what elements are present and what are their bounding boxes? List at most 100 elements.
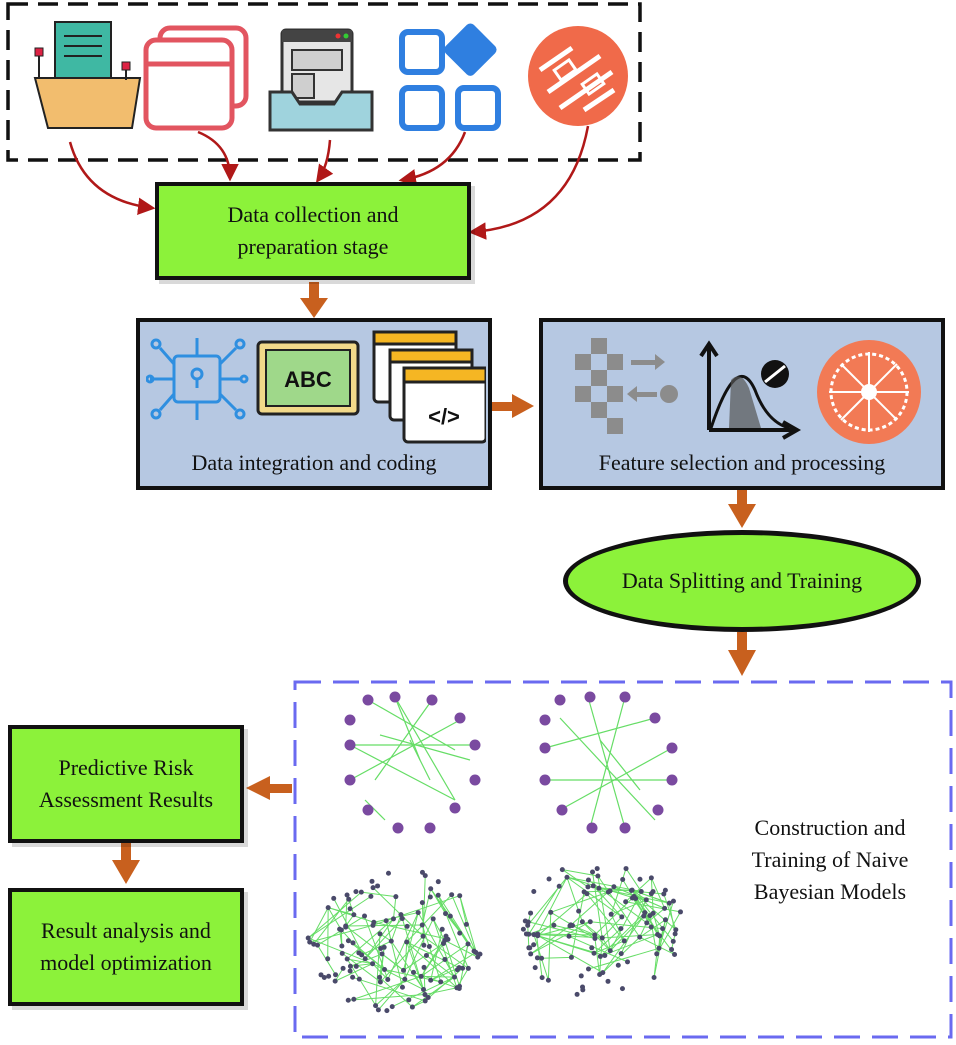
network-node — [559, 867, 565, 873]
network-node — [344, 956, 350, 962]
network-node — [471, 948, 477, 954]
network-node — [406, 997, 412, 1003]
network-edge — [432, 918, 446, 941]
network-node — [326, 973, 332, 979]
network-node — [525, 922, 531, 928]
network-edge — [406, 894, 453, 943]
network-node — [531, 942, 537, 948]
network-node — [651, 974, 657, 980]
network-node — [421, 942, 427, 948]
network-edge — [422, 935, 469, 969]
model-label-line2: Training of Naive — [751, 846, 909, 872]
network-node — [619, 986, 625, 992]
network-node — [422, 992, 428, 998]
network-node — [420, 933, 426, 939]
network-edge — [372, 963, 424, 990]
network-node — [340, 965, 346, 971]
network-node — [655, 932, 661, 938]
network-node — [465, 965, 471, 971]
network-node — [625, 959, 631, 965]
network-node — [415, 910, 421, 916]
network-edge — [313, 898, 350, 945]
predictive-results-box: Predictive Risk Assessment Results — [8, 725, 244, 843]
network-node — [650, 889, 656, 895]
network-edge — [562, 869, 589, 888]
network-node — [368, 893, 374, 899]
network-node — [382, 966, 388, 972]
network-node — [393, 894, 399, 900]
network-node — [592, 932, 598, 938]
network-node — [331, 895, 337, 901]
network-node — [578, 973, 584, 979]
network-node — [605, 978, 611, 984]
network-node — [608, 911, 614, 917]
network-node — [594, 866, 600, 872]
network-edge — [352, 942, 385, 970]
network-node — [638, 888, 644, 894]
network-node — [642, 910, 648, 916]
random-network-2 — [520, 866, 683, 997]
network-node — [422, 998, 428, 1004]
network-node — [477, 951, 483, 957]
network-node — [370, 961, 376, 967]
code-windows-icon: </> — [372, 330, 486, 444]
network-edge — [424, 967, 463, 1002]
network-edge — [375, 933, 381, 1006]
network-node — [531, 888, 537, 894]
network-node — [447, 913, 453, 919]
network-node — [385, 976, 391, 982]
network-node — [398, 912, 404, 918]
network-edge — [592, 885, 623, 918]
random-network-1 — [305, 869, 483, 1014]
network-node — [457, 893, 463, 899]
network-node — [383, 918, 389, 924]
network-node — [589, 945, 595, 951]
network-edge — [602, 934, 658, 939]
network-node — [345, 938, 351, 944]
network-edge — [426, 955, 455, 978]
network-node — [443, 911, 449, 917]
folder-documents-icon — [33, 21, 142, 129]
collection-label-line1: Data collection and — [227, 202, 399, 228]
network-node — [590, 869, 596, 875]
network-node — [356, 950, 362, 956]
network-node — [454, 967, 460, 973]
network-edge — [424, 987, 458, 996]
network-edge — [403, 912, 419, 971]
network-node — [457, 930, 463, 936]
network-node — [356, 976, 362, 982]
feature-filter-icon — [575, 338, 678, 434]
flow-arrows — [112, 282, 756, 884]
splitting-label: Data Splitting and Training — [621, 568, 863, 593]
network-edge — [597, 875, 641, 938]
network-node — [449, 892, 455, 898]
network-node — [574, 991, 580, 997]
network-edge — [444, 939, 478, 958]
network-node — [531, 932, 537, 938]
network-node — [672, 931, 678, 937]
network-edge — [390, 940, 424, 990]
network-node — [592, 936, 598, 942]
network-node — [337, 926, 343, 932]
network-node — [599, 935, 605, 941]
network-edge — [588, 947, 660, 970]
network-node — [388, 938, 394, 944]
network-node — [377, 974, 383, 980]
network-edge — [530, 921, 591, 955]
network-node — [333, 972, 339, 978]
network-node — [548, 909, 554, 915]
source-arrows — [68, 125, 590, 240]
network-node — [465, 941, 471, 947]
network-node — [404, 923, 410, 929]
network-node — [370, 885, 376, 891]
network-edge — [622, 879, 652, 928]
network-node — [654, 951, 660, 957]
network-node — [648, 924, 654, 930]
network-node — [339, 943, 345, 949]
network-node — [545, 977, 551, 983]
network-node — [442, 956, 448, 962]
network-node — [379, 951, 385, 957]
network-node — [528, 951, 534, 957]
database-logo-icon — [528, 26, 628, 126]
network-edge — [307, 937, 373, 965]
